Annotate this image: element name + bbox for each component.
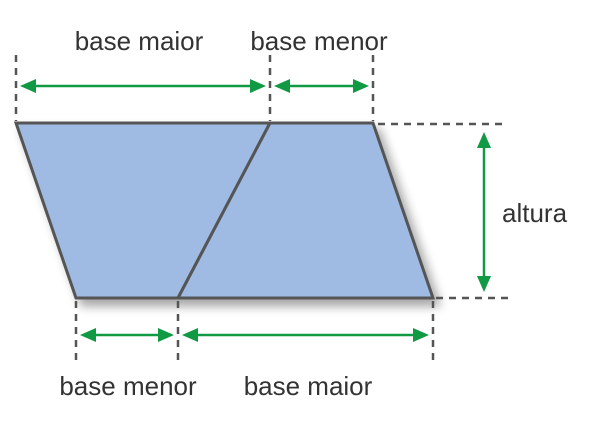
arrow-top-base-menor <box>274 79 369 93</box>
arrow-bottom-base-menor <box>80 328 174 342</box>
arrow-bottom-base-maior <box>182 328 429 342</box>
label-top-base-maior: base maior <box>75 26 204 56</box>
label-altura: altura <box>502 198 568 228</box>
dimension-arrows <box>20 79 491 342</box>
label-top-base-menor: base menor <box>250 26 388 56</box>
label-bottom-base-maior: base maior <box>244 371 373 401</box>
guide-lines <box>14 55 508 365</box>
label-bottom-base-menor: base menor <box>59 371 197 401</box>
arrow-altura <box>477 132 491 292</box>
shapes-group <box>13 121 436 300</box>
right-trapezoid <box>175 121 436 300</box>
arrow-top-base-maior <box>20 79 266 93</box>
